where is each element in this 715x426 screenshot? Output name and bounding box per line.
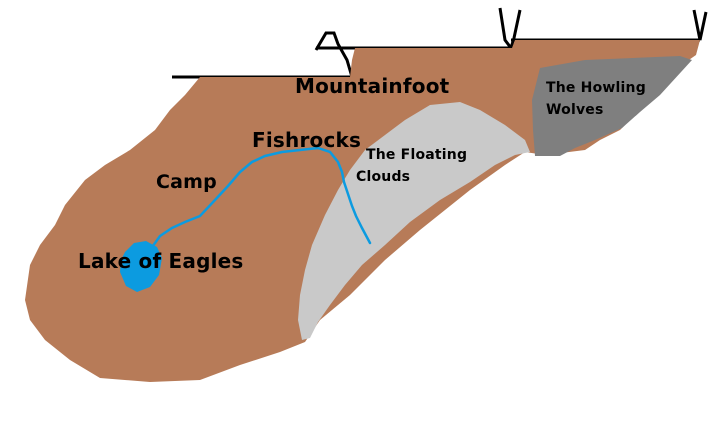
label-mountainfoot: Mountainfoot: [295, 74, 450, 98]
label-lake-of-eagles: Lake of Eagles: [78, 249, 244, 273]
label-floating-clouds-line2: Clouds: [356, 169, 410, 185]
river: [128, 146, 372, 264]
lake-of-eagles-water: [120, 241, 162, 292]
floating-clouds-region: [298, 102, 530, 340]
ridge-peak-3: [692, 9, 708, 41]
label-camp: Camp: [156, 171, 217, 193]
label-floating-clouds-line1: The Floating: [366, 147, 467, 163]
label-fishrocks: Fishrocks: [252, 128, 361, 152]
label-howling-wolves-line2: Wolves: [546, 102, 604, 118]
label-howling-wolves-line1: The Howling: [546, 80, 646, 96]
howling-wolves-region: [532, 56, 692, 156]
ridge-peak-1: [314, 31, 354, 78]
